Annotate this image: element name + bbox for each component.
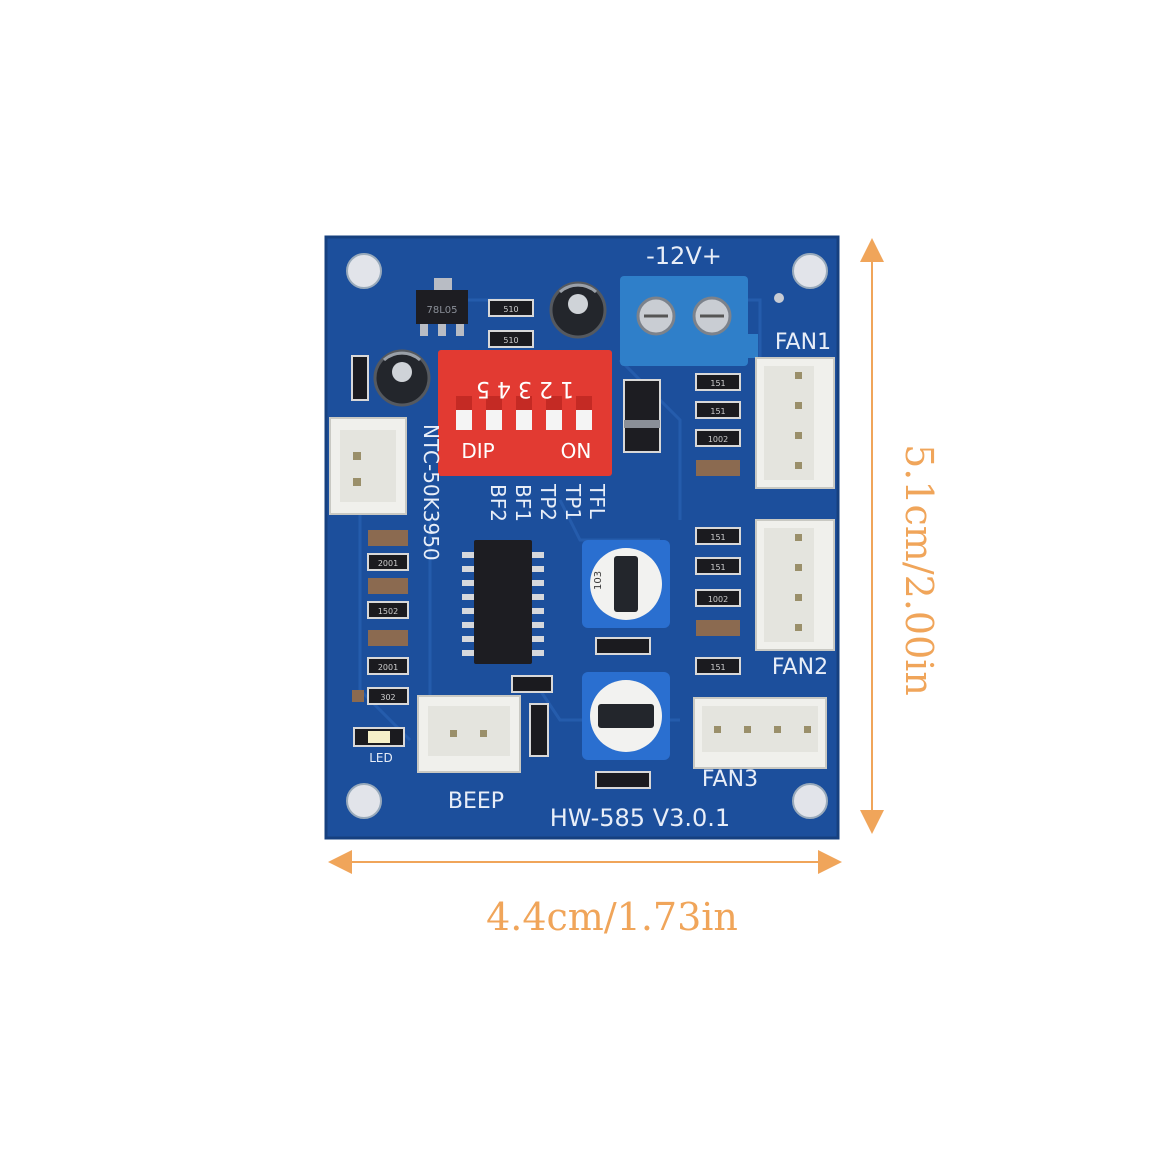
fan1-label: FAN1 — [775, 330, 831, 355]
fan1-connector — [755, 357, 835, 489]
fan2-connector — [755, 519, 835, 651]
svg-text:TP2: TP2 — [536, 483, 560, 521]
dip-function-labels: TFL TP1 TP2 BF1 BF2 — [486, 483, 609, 522]
dip-on-label: ON — [561, 439, 592, 463]
svg-text:1502: 1502 — [378, 607, 398, 616]
fan2-label: FAN2 — [772, 655, 828, 680]
led-label: LED — [369, 751, 393, 765]
svg-text:302: 302 — [380, 693, 395, 702]
led — [353, 727, 405, 747]
height-dimension: 5.1cm/2.00in — [860, 238, 941, 834]
power-terminal[interactable]: -12V+ — [620, 242, 758, 366]
svg-text:TP1: TP1 — [561, 483, 585, 521]
svg-text:TFL: TFL — [585, 483, 609, 520]
svg-text:1002: 1002 — [708, 595, 728, 604]
svg-text:151: 151 — [710, 407, 725, 416]
svg-text:151: 151 — [710, 663, 725, 672]
pot-label: 103 — [593, 571, 604, 590]
ntc-sensor-label: NTC-50K3950 — [419, 424, 443, 561]
electrolytic-capacitors — [373, 281, 607, 407]
dip-switch[interactable]: 1 2 3 4 5 DIP ON — [438, 350, 612, 476]
model-label: HW-585 V3.0.1 — [550, 804, 730, 832]
svg-text:2001: 2001 — [378, 559, 398, 568]
ntc-connector — [329, 417, 407, 515]
width-label: 4.4cm/1.73in — [486, 895, 738, 939]
smd-resistors-left: 2001 1502 2001 302 — [352, 530, 409, 705]
svg-text:151: 151 — [710, 533, 725, 542]
main-ic — [462, 540, 544, 664]
svg-text:1002: 1002 — [708, 435, 728, 444]
dip-numbers: 1 2 3 4 5 — [476, 376, 574, 401]
svg-text:510: 510 — [503, 336, 518, 345]
fan3-label: FAN3 — [702, 767, 758, 792]
svg-text:151: 151 — [710, 563, 725, 572]
smd-resistors-top: 510 510 — [351, 299, 534, 401]
diode — [623, 379, 661, 453]
svg-text:510: 510 — [503, 305, 518, 314]
smd-resistors-right: 151 151 1002 151 151 1002 151 — [695, 373, 741, 675]
power-label: -12V+ — [646, 242, 722, 270]
mounting-holes — [346, 253, 828, 819]
svg-text:BF2: BF2 — [486, 484, 510, 522]
potentiometers[interactable]: 103 — [582, 540, 670, 789]
svg-text:151: 151 — [710, 379, 725, 388]
voltage-regulator: 78L05 — [416, 278, 468, 336]
height-label: 5.1cm/2.00in — [897, 444, 941, 696]
smd-parts-center — [511, 675, 553, 757]
regulator-label: 78L05 — [426, 305, 457, 316]
beep-connector — [417, 695, 521, 773]
fan3-connector — [693, 697, 827, 769]
beep-label: BEEP — [448, 789, 504, 814]
svg-text:BF1: BF1 — [511, 484, 535, 522]
width-dimension: 4.4cm/1.73in — [328, 850, 842, 939]
pcb-board: 78L05 510 510 — [324, 235, 840, 840]
svg-text:2001: 2001 — [378, 663, 398, 672]
dip-label: DIP — [461, 439, 494, 463]
